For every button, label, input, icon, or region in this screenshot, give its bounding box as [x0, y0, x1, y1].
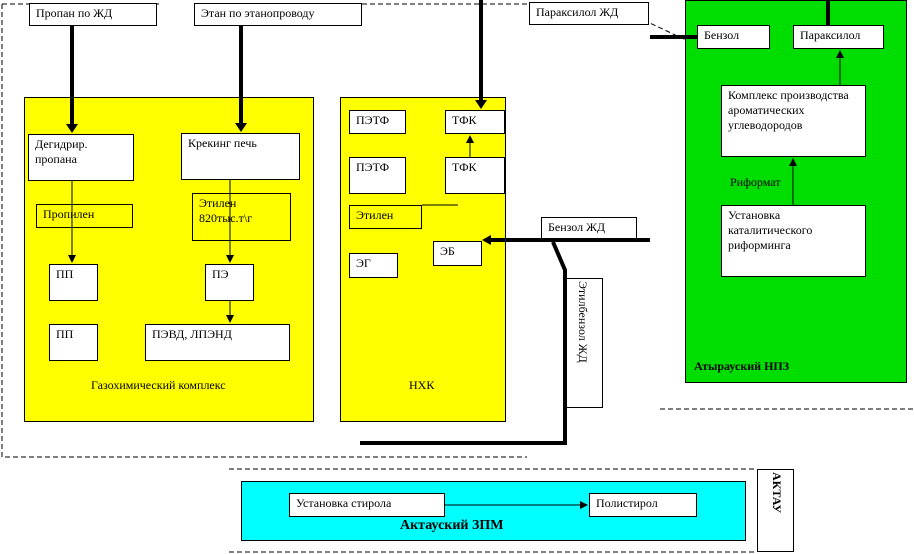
paraxylene-rail-box: Параксилол ЖД — [529, 2, 649, 25]
aktau-title: Актауский ЗПМ — [400, 518, 504, 533]
propane-rail-box: Пропан по ЖД — [29, 3, 157, 26]
benzene-box-atyrau: Бензол — [697, 25, 770, 49]
ethane-pipeline-box: Этан по этанопроводу — [194, 3, 362, 26]
nhk-title: НХК — [409, 378, 435, 392]
pe-box: ПЭ — [205, 264, 254, 301]
aromatics-complex-box: Комплекс производства ароматических угле… — [721, 85, 866, 157]
tfk-box-2: ТФК — [445, 157, 505, 194]
pp-box-2: ПП — [49, 324, 98, 361]
eb-box: ЭБ — [433, 241, 482, 266]
atyrau-refinery: Атырауский НПЗ — [685, 0, 907, 383]
propylene-box: Пропилен — [36, 204, 133, 228]
paraxylene-box-atyrau: Параксилол — [793, 25, 884, 49]
ethylene-box-gas: Этилен 820тыс.т\г — [192, 193, 291, 241]
benzene-rail-box: Бензол ЖД — [541, 217, 637, 241]
aktau-region-box: АКТАУ — [757, 469, 794, 552]
ethylbenzene-rail-label: Этилбензол ЖД — [576, 281, 590, 363]
styrene-unit-box: Установка стирола — [289, 493, 445, 517]
aktau-region-label: АКТАУ — [770, 472, 784, 514]
polystyrene-box: Полистирол — [589, 493, 697, 517]
petf-box-2: ПЭТФ — [349, 157, 406, 194]
reformate-label: Риформат — [730, 175, 781, 189]
cracking-box: Крекинг печь — [181, 133, 300, 180]
ldpe-box: ПЭВД, ЛПЭНД — [145, 324, 290, 361]
reforming-unit-box: Установка каталитического риформинга — [721, 205, 866, 277]
dehydro-box: Дегидрир. пропана — [28, 134, 134, 181]
atyrau-title: Атырауский НПЗ — [694, 359, 790, 373]
petf-box-1: ПЭТФ — [349, 110, 406, 134]
ethylene-box-nhk: Этилен — [349, 205, 422, 229]
ethylbenzene-rail-box: Этилбензол ЖД — [565, 278, 603, 408]
tfk-box-1: ТФК — [445, 110, 505, 134]
pp-box-1: ПП — [49, 264, 98, 301]
eg-box: ЭГ — [349, 253, 398, 278]
gas-chem-title: Газохимический комплекс — [91, 378, 226, 392]
